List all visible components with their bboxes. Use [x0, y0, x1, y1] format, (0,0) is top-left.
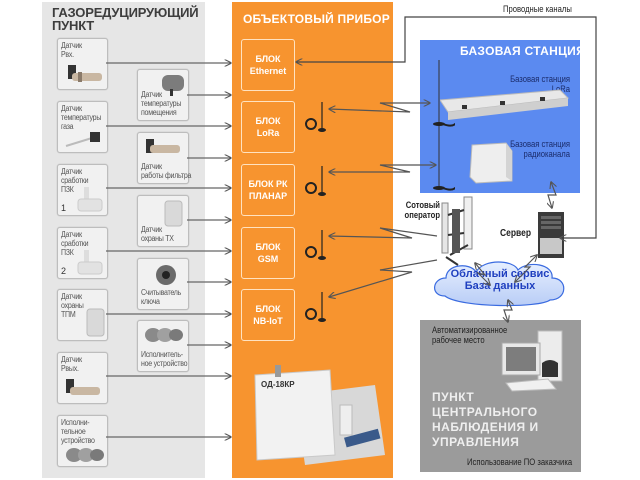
title-line: НАБЛЮДЕНИЯ И: [432, 420, 539, 434]
actuator-icon: [145, 328, 183, 342]
motion-detector-icon: [164, 200, 183, 227]
title-line-2: ПУНКТ: [52, 18, 95, 33]
sensor-label: Датчик охраны ТХ: [141, 225, 174, 243]
workstation-computer-icon: [501, 330, 563, 392]
sensor-connection-arrows: [106, 63, 231, 437]
sensor-number: 1: [61, 203, 67, 213]
block-ethernet[interactable]: БЛОК Ethernet: [241, 39, 295, 91]
sensor-label: Датчик охраны ТПМ: [61, 292, 84, 319]
block-label-line1: БЛОК: [255, 242, 281, 252]
filter-sensor-icon: [146, 139, 180, 153]
wired-channels-label: Проводные каналы: [503, 4, 572, 14]
sensor-p-in[interactable]: Датчик Рвх.: [57, 38, 108, 90]
valve-icon: [77, 250, 103, 275]
wired-channel-line: [296, 16, 597, 238]
sensor-label: Исполни- тельное устройство: [61, 418, 95, 445]
key-reader[interactable]: Считыватель ключа: [137, 258, 189, 310]
sensor-label: Датчик сработки ПЗК: [61, 230, 89, 257]
label-line: Автоматизированное: [432, 325, 508, 335]
block-nb-iot[interactable]: БЛОК NB-IoT: [241, 289, 295, 341]
sensor-gas-temperature[interactable]: Датчик температуры газа: [57, 101, 108, 153]
block-label-line1: БЛОК: [255, 116, 281, 126]
antenna-icon: [305, 166, 326, 196]
sensor-label: Датчик Рвх.: [61, 41, 82, 59]
object-device-title: ОБЪЕКТОВЫЙ ПРИБОР: [243, 12, 390, 26]
radio-wireless-link: [329, 165, 436, 172]
sensor-number: 2: [61, 266, 67, 276]
actuator-left[interactable]: Исполни- тельное устройство: [57, 415, 108, 467]
title-line-1: ГАЗОРЕДУЦИРУЮЩИЙ: [52, 5, 199, 20]
actuator-icon: [66, 448, 104, 462]
gas-reduction-point-title: ГАЗОРЕДУЦИРУЮЩИЙ ПУНКТ: [52, 6, 202, 32]
block-lora[interactable]: БЛОК LoRa: [241, 101, 295, 153]
block-antennas: [305, 102, 326, 322]
key-reader-icon: [156, 265, 176, 285]
od-18kp-device-image: ОД-18КР: [254, 365, 385, 465]
block-label-line2: GSM: [257, 254, 279, 264]
tower-cloud-link: [475, 263, 490, 285]
device-model-label: ОД-18КР: [261, 380, 295, 389]
title-line: ЦЕНТРАЛЬНОГО: [432, 405, 538, 419]
sensor-security-tpm[interactable]: Датчик охраны ТПМ: [57, 289, 108, 341]
wireless-links: [329, 103, 557, 322]
block-label-line1: БЛОК: [255, 54, 281, 64]
sensor-security-tx[interactable]: Датчик охраны ТХ: [137, 195, 189, 247]
block-label-line1: БЛОК: [255, 304, 281, 314]
block-label-line1: БЛОК РК: [248, 179, 288, 189]
block-label-line2: ПЛАНАР: [248, 191, 288, 201]
control-center-title: ПУНКТ ЦЕНТРАЛЬНОГО НАБЛЮДЕНИЯ И УПРАВЛЕН…: [432, 390, 539, 450]
base-server-link: [548, 182, 557, 208]
pressure-sensor-icon: [66, 379, 100, 395]
block-label-line2: NB-IoT: [253, 316, 283, 326]
block-rk-planar[interactable]: БЛОК РК ПЛАНАР: [241, 164, 295, 216]
nb-iot-wireless-link: [329, 259, 438, 297]
base-station-title: БАЗОВАЯ СТАНЦИЯ: [460, 44, 586, 58]
block-gsm[interactable]: БЛОК GSM: [241, 227, 295, 279]
label-line: рабочее место: [432, 335, 485, 345]
sensor-p-out[interactable]: Датчик Рвых.: [57, 352, 108, 404]
customer-software-label: Использование ПО заказчика: [467, 457, 573, 467]
workstation-label: Автоматизированное рабочее место: [432, 325, 507, 345]
block-label-line2: Ethernet: [249, 66, 287, 76]
title-line: УПРАВЛЕНИЯ: [432, 435, 520, 449]
valve-icon: [77, 187, 103, 212]
cloud-workstation-link: [504, 300, 512, 322]
sensor-filter[interactable]: Датчик работы фильтра: [137, 132, 192, 184]
sensor-label: Считыватель ключа: [141, 288, 182, 306]
sensor-label: Датчик температуры газа: [61, 104, 102, 131]
pressure-sensor-icon: [68, 65, 102, 82]
server-cloud-link: [515, 255, 537, 282]
gsm-wireless-link: [329, 227, 438, 238]
lora-wireless-link: [329, 103, 430, 112]
room-temperature-sensor-icon: [162, 75, 184, 96]
sensor-label: Датчик сработки ПЗК: [61, 167, 89, 194]
antenna-icon: [305, 230, 326, 260]
sensor-label: Датчик Рвых.: [61, 355, 82, 373]
sensor-shutoff-valve-1[interactable]: Датчик сработки ПЗК 1: [57, 164, 108, 216]
temperature-probe-icon: [65, 132, 100, 147]
sensor-label: Исполнитель- ное устройство: [141, 350, 188, 368]
block-label-line2: LoRa: [256, 128, 280, 138]
sensor-label: Датчик работы фильтра: [141, 162, 192, 180]
antenna-icon: [305, 102, 326, 132]
motion-detector-icon: [86, 308, 105, 337]
sensor-label: Датчик температуры помещения: [141, 90, 182, 117]
actuator-right[interactable]: Исполнитель- ное устройство: [137, 320, 189, 372]
title-line: ПУНКТ: [432, 390, 475, 404]
antenna-icon: [305, 292, 326, 322]
sensor-room-temperature[interactable]: Датчик температуры помещения: [137, 69, 189, 121]
sensor-shutoff-valve-2[interactable]: Датчик сработки ПЗК 2: [57, 227, 108, 279]
